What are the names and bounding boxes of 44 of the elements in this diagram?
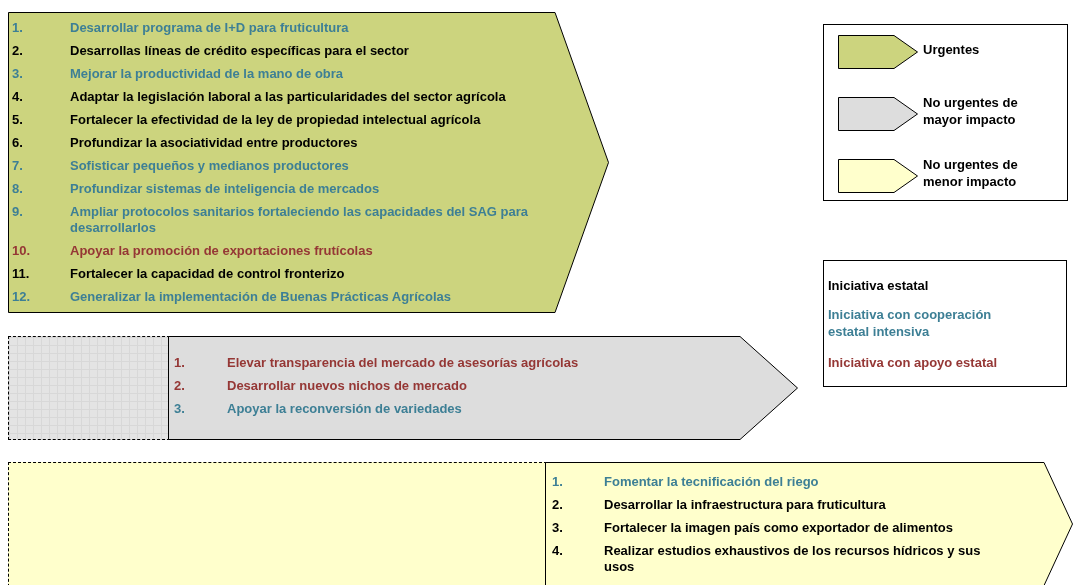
item-number: 7. [12, 158, 23, 174]
item-number: 2. [12, 43, 23, 59]
item-number: 5. [12, 112, 23, 128]
item-text: Desarrollar programa de I+D para fruticultura [70, 20, 350, 36]
legend-text: No urgentes de mayor impacto [923, 94, 1019, 128]
item-number: 1. [12, 20, 23, 36]
item-text: Fomentar la tecnificación del riego [604, 474, 820, 490]
item-text: Adaptar la legislación laboral a las particularidades del sector agrícola [70, 89, 507, 105]
item-number: 1. [174, 355, 185, 371]
item-text: Ampliar protocolos sanitarios fortaleciendo las capacidades del SAG para desarrollarlos [70, 204, 530, 236]
item-text: Realizar estudios exhaustivos de los recursos hídricos y sus usos [604, 543, 982, 575]
item-number: 6. [12, 135, 23, 151]
item-text: Profundizar sistemas de inteligencia de mercados [70, 181, 381, 197]
item-text: Apoyar la promoción de exportaciones frutícolas [70, 243, 374, 259]
item-number: 11. [12, 266, 30, 282]
item-number: 8. [12, 181, 23, 197]
item-number: 3. [174, 401, 185, 417]
legend-text: No urgentes de menor impacto [923, 156, 1019, 190]
item-number: 2. [552, 497, 563, 513]
item-number: 12. [12, 289, 31, 305]
item-number: 10. [12, 243, 31, 259]
item-text: Mejorar la productividad de la mano de obra [70, 66, 345, 82]
item-text: Elevar transparencia del mercado de asesorías agrícolas [227, 355, 580, 371]
item-number: 3. [12, 66, 23, 82]
legend-text: Iniciativa con apoyo estatal [828, 354, 999, 371]
legend-text: Urgentes [923, 41, 981, 58]
item-text: Sofisticar pequeños y medianos productores [70, 158, 350, 174]
item-text: Desarrollar nuevos nichos de mercado [227, 378, 468, 394]
item-text: Fortalecer la imagen país como exportador de alimentos [604, 520, 954, 536]
item-text: Desarrollar la infraestructura para fruticultura [604, 497, 887, 513]
item-number: 2. [174, 378, 185, 394]
item-text: Desarrollas líneas de crédito específicas para el sector [70, 43, 410, 59]
legend-text: Iniciativa con cooperación estatal intensiva [828, 306, 993, 340]
item-text: Apoyar la reconversión de variedades [227, 401, 463, 417]
item-number: 4. [12, 89, 23, 105]
item-number: 9. [12, 204, 23, 220]
item-text: Profundizar la asociatividad entre productores [70, 135, 359, 151]
item-number: 3. [552, 520, 563, 536]
item-number: 1. [552, 474, 563, 490]
item-text: Fortalecer la capacidad de control fronterizo [70, 266, 346, 282]
legend-text: Iniciativa estatal [828, 277, 930, 294]
item-text: Generalizar la implementación de Buenas Prácticas Agrícolas [70, 289, 452, 305]
item-number: 4. [552, 543, 563, 559]
item-text: Fortalecer la efectividad de la ley de propiedad intelectual agrícola [70, 112, 482, 128]
